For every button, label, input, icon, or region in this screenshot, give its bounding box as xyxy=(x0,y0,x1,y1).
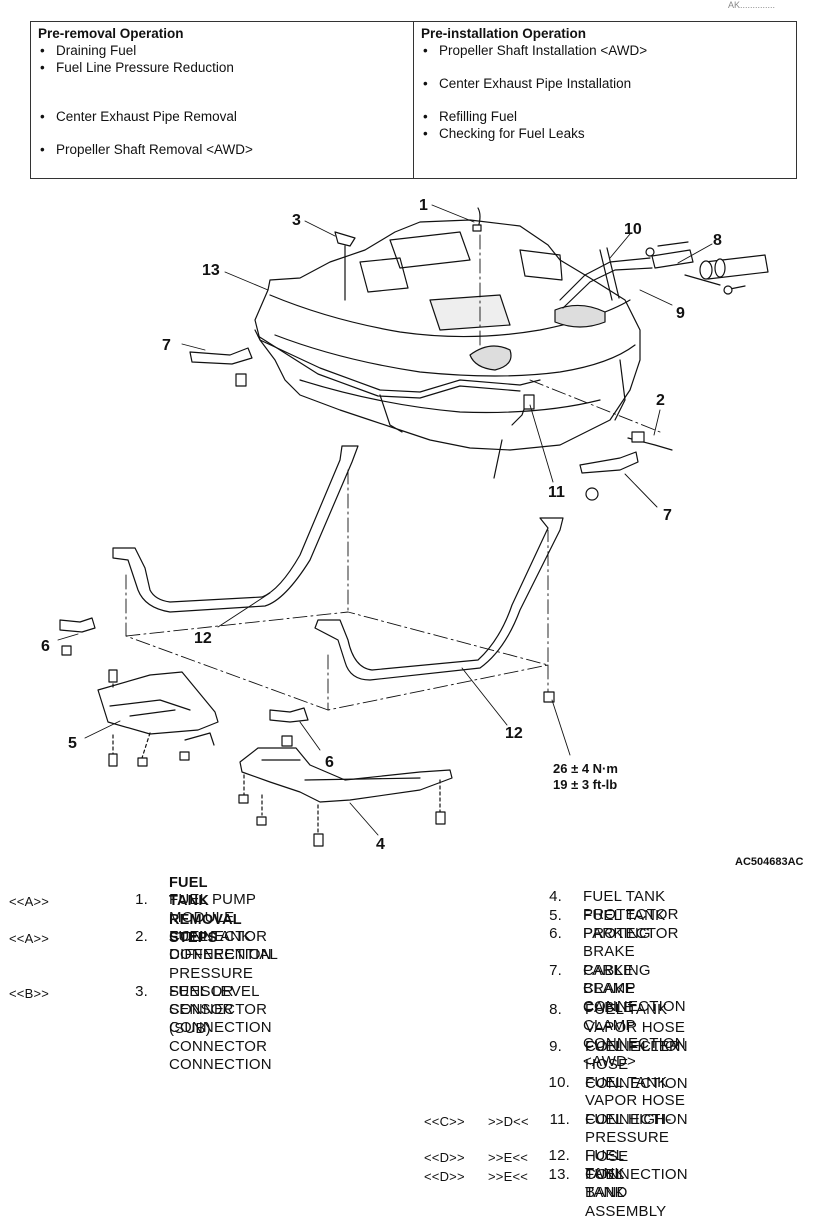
filler-hose-parts xyxy=(645,241,769,295)
step-text: FUEL TANK ASSEMBLY xyxy=(585,1166,667,1220)
torque-spec-nm: 26 ± 4 N·m xyxy=(553,761,618,776)
callout-7: 7 xyxy=(663,507,672,524)
parking-brake-clamps xyxy=(59,617,555,747)
step-text: FUEL FILLER HOSE CONNECTION xyxy=(585,1038,688,1092)
step-number: 8. xyxy=(549,1001,562,1018)
step-number: 1. xyxy=(135,891,148,908)
step-number: 4. xyxy=(549,888,562,905)
step-number: 6. xyxy=(549,925,562,942)
callout-8: 8 xyxy=(713,232,722,249)
callout-12: 12 xyxy=(194,630,212,647)
step-text: PARKING BRAKE CABLE CLAMP CONNECTION xyxy=(583,925,686,1016)
phantom-lines xyxy=(125,231,661,711)
callout-12: 12 xyxy=(505,725,523,742)
operations-table: Pre-removal Operation Draining Fuel Fuel… xyxy=(30,21,797,179)
step-mark: <<A>> xyxy=(9,894,50,909)
callout-1: 1 xyxy=(419,197,428,214)
step-mark-install: >>D<< xyxy=(488,1114,529,1129)
callout-6: 6 xyxy=(41,638,50,655)
step-number: 12. xyxy=(548,1147,570,1164)
callout-13: 13 xyxy=(202,262,220,279)
step-text: FUEL TANK PROTECTOR xyxy=(583,888,679,924)
pre-removal-item: Draining Fuel xyxy=(38,42,406,59)
steps-heading: FUEL TANK REMOVAL STEPS xyxy=(169,875,242,946)
pre-installation-item: Center Exhaust Pipe Installation xyxy=(421,75,789,92)
callout-11: 11 xyxy=(548,484,565,501)
pre-installation-title: Pre-installation Operation xyxy=(421,26,587,41)
step-text: PARKING BRAKE CABLE CLAMP CONNECTION <AW… xyxy=(583,962,686,1071)
callout-4: 4 xyxy=(376,836,385,853)
callout-2: 2 xyxy=(656,392,665,409)
callout-3: 3 xyxy=(292,212,301,229)
fuel-tank-drawing xyxy=(254,219,653,451)
connectors xyxy=(189,207,673,501)
step-text: FUEL LEVEL SENSOR (SUB) CONNECTOR CONNEC… xyxy=(169,983,272,1074)
step-number: 10. xyxy=(548,1074,570,1091)
callout-6: 6 xyxy=(325,754,334,771)
step-number: 2. xyxy=(135,928,148,945)
callout-9: 9 xyxy=(676,305,685,322)
callout-labels: 1 2 3 4 5 6 6 7 7 8 9 10 11 12 12 13 26 … xyxy=(41,197,804,868)
step-mark-removal: <<D>> xyxy=(424,1150,465,1165)
step-mark-install: >>E<< xyxy=(488,1150,529,1165)
protector-4 xyxy=(238,747,453,847)
pre-installation-cell: Pre-installation Operation Propeller Sha… xyxy=(413,21,797,179)
pre-removal-item: Fuel Line Pressure Reduction xyxy=(38,59,406,76)
step-number: 11. xyxy=(549,1111,570,1128)
fuel-tank-exploded-diagram: 1 2 3 4 5 6 6 7 7 8 9 10 11 12 12 13 26 … xyxy=(41,197,804,868)
figure-id: AC504683AC xyxy=(735,856,804,868)
callout-7: 7 xyxy=(162,337,171,354)
step-number: 5. xyxy=(549,907,562,924)
step-text: FUEL TANK VAPOR HOSE CONNECTION xyxy=(585,1074,688,1128)
callout-5: 5 xyxy=(68,735,77,752)
step-number: 13. xyxy=(548,1166,570,1183)
protector-5 xyxy=(97,669,219,767)
step-mark-removal: <<C>> xyxy=(424,1114,465,1129)
leader-lines xyxy=(57,204,713,836)
step-number: 3. xyxy=(135,983,148,1000)
corner-document-id: AK.............. xyxy=(728,0,776,10)
step-mark-install: >>E<< xyxy=(488,1169,529,1184)
step-number: 9. xyxy=(549,1038,562,1055)
step-text: FUEL PUMP MODULE CONNECTOR CONNECTION xyxy=(169,891,272,963)
callout-10: 10 xyxy=(624,221,642,238)
torque-spec-ftlb: 19 ± 3 ft-lb xyxy=(553,777,617,792)
step-text: FUEL HIGH-PRESSURE HOSE CONNECTION xyxy=(585,1111,688,1183)
fuel-tank-bands xyxy=(112,445,564,681)
step-number: 7. xyxy=(549,962,562,979)
pre-installation-item: Refilling Fuel xyxy=(421,108,789,125)
step-mark: <<A>> xyxy=(9,931,50,946)
step-text: FUEL TANK VAPOR HOSE CONNECTION xyxy=(585,1001,688,1055)
pre-installation-item: Propeller Shaft Installation <AWD> xyxy=(421,42,789,59)
pre-removal-title: Pre-removal Operation xyxy=(38,26,184,41)
pre-removal-cell: Pre-removal Operation Draining Fuel Fuel… xyxy=(30,21,414,179)
pre-installation-item: Checking for Fuel Leaks xyxy=(421,125,789,142)
step-mark-removal: <<D>> xyxy=(424,1169,465,1184)
step-text: FUEL TANK PROTECTOR xyxy=(583,907,679,943)
step-mark: <<B>> xyxy=(9,986,50,1001)
step-text: FUEL TANK DIFFERENTIAL PRESSURE SENSOR C… xyxy=(169,928,279,1037)
pre-removal-item: Propeller Shaft Removal <AWD> xyxy=(38,141,406,158)
pre-removal-item: Center Exhaust Pipe Removal xyxy=(38,108,406,125)
